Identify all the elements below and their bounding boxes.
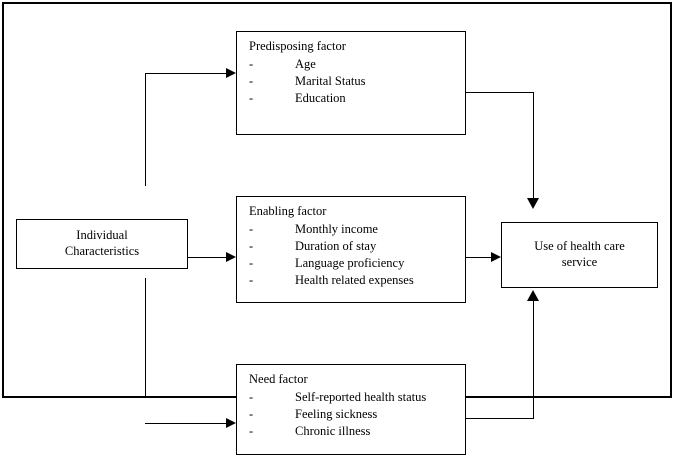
node-enabling-factor[interactable]: Enabling factor - Monthly income - Duratio… (236, 196, 466, 303)
list-item-label: Feeling sickness (295, 407, 378, 422)
bullet-dash: - (249, 424, 254, 439)
list-item: - Duration of stay (249, 239, 414, 254)
connector-individual-to-predisposing-horizontal (145, 73, 228, 74)
connector-individual-to-enabling-horizontal (188, 257, 228, 258)
connector-individual-to-predisposing-vertical (145, 73, 146, 186)
list-item: - Chronic illness (249, 425, 426, 438)
node-use-of-health-care-service[interactable]: Use of health care service (501, 222, 658, 288)
list-item: - Marital Status (249, 74, 366, 89)
node-use-of-health-care-service-line1: Use of health care (534, 239, 625, 254)
connector-individual-to-need-vertical (145, 278, 146, 396)
list-item: - Education (249, 92, 365, 105)
node-individual-characteristics-line1: Individual (76, 228, 128, 243)
list-item: - Feeling sickness (249, 407, 426, 422)
bullet-dash: - (249, 91, 254, 106)
list-item-label: Language proficiency (295, 256, 405, 271)
node-use-of-health-care-service-line2: service (561, 255, 598, 269)
list-item-label: Health related expenses (295, 273, 414, 288)
arrowhead-into-use-left (491, 252, 501, 262)
node-individual-characteristics[interactable]: Individual Characteristics (16, 219, 188, 269)
list-item: - Self-reported health status (249, 390, 427, 404)
connector-individual-to-need-horizontal (145, 423, 228, 424)
connector-predisposing-to-use-vertical (533, 92, 534, 200)
node-predisposing-factor[interactable]: Predisposing factor - Age - Marital Status… (236, 31, 466, 135)
node-predisposing-factor-items: - Age - Marital Status - Education (249, 57, 366, 109)
list-item-label: Marital Status (295, 74, 366, 89)
bullet-dash: - (249, 222, 254, 236)
bullet-dash: - (249, 407, 254, 422)
node-need-factor-items: - Self-reported health status - Feeling si… (249, 390, 427, 442)
node-need-factor[interactable]: Need factor - Self-reported health status… (236, 364, 466, 455)
connector-enabling-to-use-horizontal (466, 257, 493, 258)
list-item-label: Self-reported health status (295, 390, 427, 404)
arrowhead-into-predisposing (226, 68, 236, 78)
arrowhead-into-need (226, 418, 236, 428)
bullet-dash: - (249, 57, 254, 71)
node-predisposing-factor-title: Predisposing factor (249, 39, 346, 53)
bullet-dash: - (249, 390, 254, 404)
list-item-label: Monthly income (295, 222, 378, 236)
list-item-label: Age (295, 57, 316, 71)
list-item-label: Education (295, 91, 346, 106)
arrowhead-into-enabling (226, 252, 236, 262)
connector-need-to-use-vertical (533, 301, 534, 418)
bullet-dash: - (249, 273, 254, 288)
node-need-factor-title: Need factor (249, 372, 308, 386)
arrowhead-into-use-top (527, 198, 539, 209)
connector-predisposing-to-use-horizontal (466, 92, 533, 93)
bullet-dash: - (249, 74, 254, 89)
node-enabling-factor-items: - Monthly income - Duration of stay - Langu… (249, 222, 414, 292)
arrowhead-into-use-bottom (527, 290, 539, 301)
list-item-label: Chronic illness (295, 424, 371, 439)
connector-need-to-use-horizontal (466, 418, 534, 419)
list-item: - Health related expenses (249, 274, 414, 287)
bullet-dash: - (249, 256, 254, 271)
node-individual-characteristics-line2: Characteristics (64, 244, 140, 258)
list-item-label: Duration of stay (295, 239, 377, 254)
list-item: - Language proficiency (249, 257, 414, 270)
list-item: - Monthly income (249, 222, 414, 236)
node-enabling-factor-title: Enabling factor (249, 204, 327, 218)
list-item: - Age (249, 57, 365, 71)
bullet-dash: - (249, 239, 254, 254)
